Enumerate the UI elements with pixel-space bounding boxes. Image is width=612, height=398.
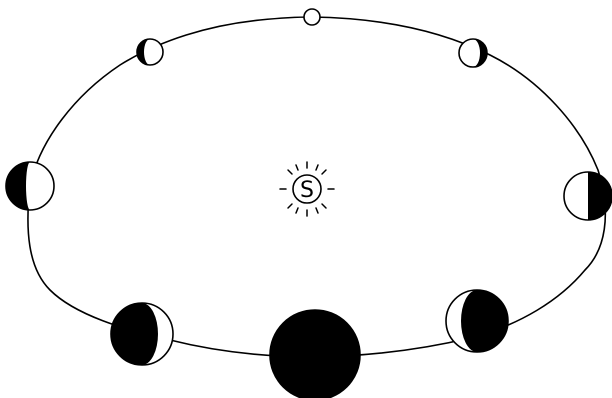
phase-top-circle	[304, 9, 320, 25]
phase-bottom-full	[270, 310, 360, 398]
phase-lower-right	[446, 290, 508, 352]
phase-left	[6, 162, 54, 210]
sun-icon: S	[280, 162, 334, 216]
phase-upper-left	[137, 39, 163, 65]
sun-label: S	[300, 178, 314, 203]
phase-upper-right	[459, 39, 487, 67]
phase-lower-left	[111, 303, 173, 365]
phase-right	[564, 172, 612, 220]
